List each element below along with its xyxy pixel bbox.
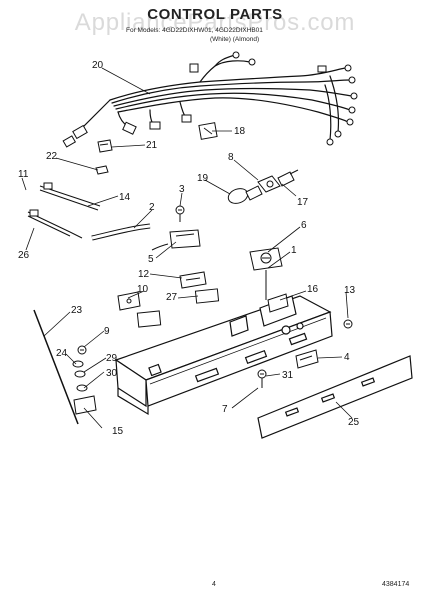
callout-31: 31 bbox=[282, 370, 294, 381]
callout-4: 4 bbox=[344, 352, 350, 363]
part-4-clip bbox=[295, 349, 319, 369]
leader-lines bbox=[21, 67, 353, 429]
callout-11: 11 bbox=[18, 169, 29, 180]
callout-18: 18 bbox=[234, 126, 246, 137]
callout-12: 12 bbox=[138, 269, 150, 280]
part-30-washer bbox=[76, 384, 88, 392]
callout-14: 14 bbox=[119, 192, 131, 203]
callout-24: 24 bbox=[56, 348, 68, 359]
page-number: 4 bbox=[212, 581, 216, 588]
callout-1: 1 bbox=[291, 245, 297, 256]
part-25-panel bbox=[257, 355, 413, 439]
callout-9: 9 bbox=[104, 326, 110, 337]
part-26-clip bbox=[29, 209, 39, 217]
part-31-screw bbox=[257, 369, 267, 388]
callout-19: 19 bbox=[197, 173, 209, 184]
callout-7: 7 bbox=[222, 404, 228, 415]
wire-harness bbox=[79, 54, 353, 141]
callout-2: 2 bbox=[149, 202, 155, 213]
part-16-bracket bbox=[267, 293, 289, 313]
part-9-screw bbox=[77, 345, 87, 355]
for-models-line: For Models: 4GD22DIXHW01, 4GD22DIXHB01 bbox=[126, 27, 263, 34]
callout-3: 3 bbox=[179, 184, 185, 195]
callout-26: 26 bbox=[18, 250, 30, 261]
part-number: 4384174 bbox=[382, 581, 410, 588]
part-17-socket bbox=[277, 171, 295, 187]
callout-23: 23 bbox=[71, 305, 83, 316]
harness-connectors bbox=[62, 51, 358, 148]
callout-16: 16 bbox=[307, 284, 319, 295]
callout-27: 27 bbox=[166, 292, 178, 303]
callout-22: 22 bbox=[46, 151, 58, 162]
part-29-washer bbox=[74, 370, 86, 378]
part-2-tube bbox=[91, 223, 151, 241]
part-27-label bbox=[136, 288, 220, 328]
part-10-bracket bbox=[117, 291, 141, 311]
watermark: AppliancePartsPros.com bbox=[74, 9, 356, 36]
sensor-wires bbox=[27, 182, 101, 239]
callout-13: 13 bbox=[344, 285, 356, 296]
part-22-clip bbox=[95, 165, 109, 175]
part-13-screw bbox=[343, 319, 353, 329]
callout-17: 17 bbox=[297, 197, 309, 208]
part-3-screw bbox=[175, 205, 185, 222]
part-15-bracket bbox=[73, 395, 97, 415]
part-6-thermostat bbox=[249, 247, 283, 300]
callout-21: 21 bbox=[146, 140, 158, 151]
callout-5: 5 bbox=[148, 254, 154, 265]
part-19-light-bulb bbox=[227, 188, 249, 204]
callout-10: 10 bbox=[137, 284, 149, 295]
part-5-control bbox=[151, 229, 201, 251]
callout-20: 20 bbox=[92, 60, 104, 71]
part-18-bracket bbox=[198, 122, 218, 140]
control-housing bbox=[114, 295, 333, 416]
part-24-washer bbox=[72, 360, 84, 368]
callout-30: 30 bbox=[106, 368, 118, 379]
callout-8: 8 bbox=[228, 152, 234, 163]
part-23-rod bbox=[33, 309, 79, 425]
callout-6: 6 bbox=[301, 220, 307, 231]
callout-29: 29 bbox=[106, 353, 118, 364]
part-21-clip bbox=[97, 139, 113, 153]
callout-15: 15 bbox=[112, 426, 124, 437]
lamp-assembly bbox=[227, 169, 299, 204]
finish-labels: (White) (Almond) bbox=[210, 36, 260, 43]
part-12-bracket bbox=[179, 271, 207, 289]
diagram-title: CONTROL PARTS bbox=[147, 6, 283, 23]
callout-25: 25 bbox=[348, 417, 360, 428]
callout-numbers: 20 18 21 22 8 11 19 17 14 3 2 6 26 5 1 1… bbox=[18, 60, 360, 437]
